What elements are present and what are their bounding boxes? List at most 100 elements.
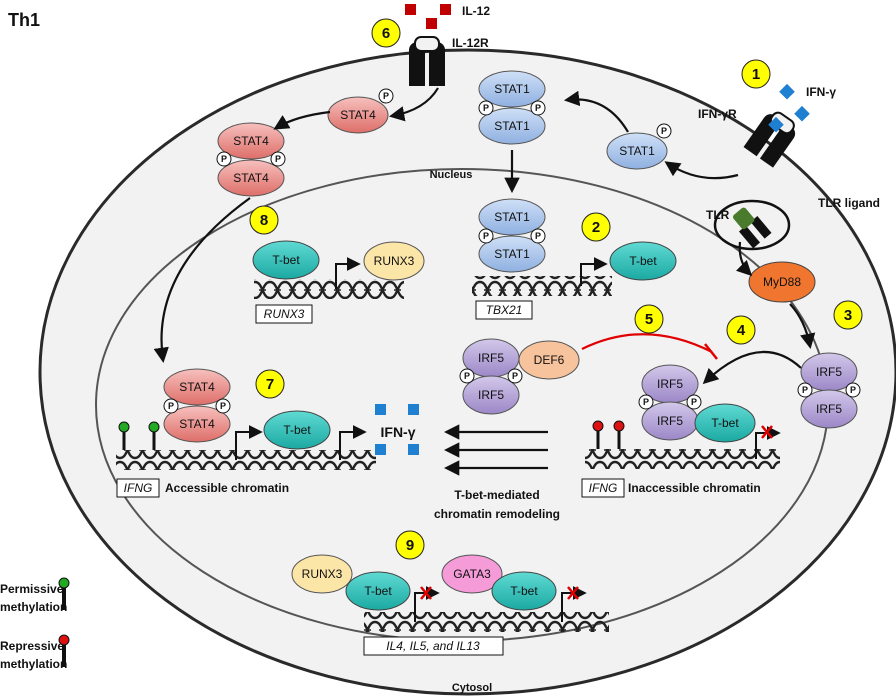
arrow-ifngr-stat1 <box>664 161 739 180</box>
gene-ifng: IFNG <box>589 481 618 495</box>
stat1-label: STAT1 <box>494 210 530 224</box>
tlr-ligand-label: TLR ligand <box>818 196 880 210</box>
tbet-inaccessible <box>694 403 756 443</box>
tbet-th2-a <box>345 571 411 611</box>
phospho-label: P <box>275 154 281 164</box>
stat4-label: STAT4 <box>233 171 269 185</box>
tss-arrow <box>414 586 440 622</box>
inhibition-line <box>581 333 713 353</box>
step-badge-2: 2 <box>581 212 611 242</box>
phospho-label: P <box>850 385 856 395</box>
phospho-label: P <box>535 103 541 113</box>
svg-text:5: 5 <box>645 311 653 328</box>
dna-tbx21 <box>472 276 612 296</box>
runx3-label: RUNX3 <box>374 254 415 268</box>
il12-ligand-square <box>426 18 437 29</box>
phospho-circle <box>270 151 286 167</box>
gene-runx3: RUNX3 <box>264 307 305 321</box>
stat4-dimer-nuclear <box>163 368 231 443</box>
phospho-label: P <box>535 231 541 241</box>
tbet-th2-b <box>491 571 557 611</box>
dna-ifng-accessible <box>116 450 376 470</box>
blocked-x <box>420 586 432 600</box>
il12-receptor <box>409 36 445 86</box>
arrow-stat1-dimerize <box>563 90 629 133</box>
phospho-circle <box>686 394 702 410</box>
phospho-label: P <box>661 126 667 136</box>
gene-box-ifng <box>116 478 160 498</box>
remodeling-label-line2: chromatin remodeling <box>434 507 560 521</box>
dna-runx3 <box>254 279 404 299</box>
blocked-x <box>567 586 579 600</box>
def6 <box>518 340 580 380</box>
stat1-dimer-cytosolic <box>478 70 546 145</box>
runx3-product <box>363 241 425 281</box>
step-badge-7: 7 <box>255 369 285 399</box>
phospho-label: P <box>483 103 489 113</box>
phospho-circle <box>797 382 813 398</box>
permissive-methylation-dot <box>148 421 160 433</box>
tss-arrow <box>561 586 587 622</box>
phospho-circle <box>656 123 672 139</box>
legend-repressive-line2: methylation <box>0 657 67 671</box>
gene-th2-cluster: IL4, IL5, and IL13 <box>386 639 480 653</box>
gene-tbx21: TBX21 <box>486 303 523 317</box>
accessible-chromatin-label: Accessible chromatin <box>165 481 289 495</box>
gene-box-tbx21 <box>475 300 533 320</box>
ifng-ligand-diamond <box>794 105 810 122</box>
stat1-cytosolic <box>606 132 668 170</box>
endosome <box>713 199 791 251</box>
phospho-circle <box>638 394 654 410</box>
tbet-label: T-bet <box>272 253 300 267</box>
inhibition-bar <box>704 343 718 360</box>
tss-arrow <box>335 257 361 289</box>
irf5-label: IRF5 <box>478 388 504 402</box>
phospho-circle <box>215 398 231 414</box>
phospho-circle <box>478 100 494 116</box>
svg-text:3: 3 <box>844 307 852 324</box>
svg-text:7: 7 <box>266 376 274 393</box>
legend-permissive-line2: methylation <box>0 600 67 614</box>
arrow-tlr-myd88 <box>735 241 753 277</box>
stat4-cytosolic <box>327 96 389 134</box>
phospho-label: P <box>168 401 174 411</box>
repressive-methylation-dot <box>592 420 604 432</box>
phospho-circle <box>216 151 232 167</box>
irf5-dimer-def6 <box>462 338 520 415</box>
tss-arrow <box>235 425 263 460</box>
svg-text:2: 2 <box>592 219 600 236</box>
tbet-label: T-bet <box>629 254 657 268</box>
gene-ifng: IFNG <box>124 481 153 495</box>
phospho-label: P <box>691 397 697 407</box>
stat4-label: STAT4 <box>179 380 215 394</box>
ifng-product-square <box>375 444 386 455</box>
inaccessible-chromatin-label: Inaccessible chromatin <box>628 481 761 495</box>
tbet-product <box>609 241 677 281</box>
tlr-receptor <box>732 207 772 249</box>
il12-label: IL-12 <box>462 4 490 18</box>
tss-arrow <box>755 426 781 459</box>
phospho-label: P <box>383 91 389 101</box>
phospho-circle <box>530 228 546 244</box>
svg-text:1: 1 <box>752 66 760 83</box>
phospho-circle <box>163 398 179 414</box>
nucleus-label: Nucleus <box>430 169 473 181</box>
ifng-product-square <box>408 444 419 455</box>
svg-text:8: 8 <box>260 212 268 229</box>
repressive-methylation-dot <box>613 420 625 432</box>
stat4-label: STAT4 <box>233 134 269 148</box>
arrow-stat4-dimerize <box>273 110 331 130</box>
irf5-dimer-nuclear <box>641 364 699 441</box>
legend-permissive <box>58 577 70 610</box>
irf5-label: IRF5 <box>657 377 683 391</box>
phospho-label: P <box>802 385 808 395</box>
stat1-label: STAT1 <box>494 247 530 261</box>
figure-title: Th1 <box>8 10 40 30</box>
blocked-x <box>761 425 773 439</box>
stat4-label: STAT4 <box>179 417 215 431</box>
remodeling-label-line1: T-bet-mediated <box>454 488 539 502</box>
phospho-circle <box>845 382 861 398</box>
cytosol-label: Cytosol <box>452 682 492 694</box>
phospho-circle <box>507 368 523 384</box>
